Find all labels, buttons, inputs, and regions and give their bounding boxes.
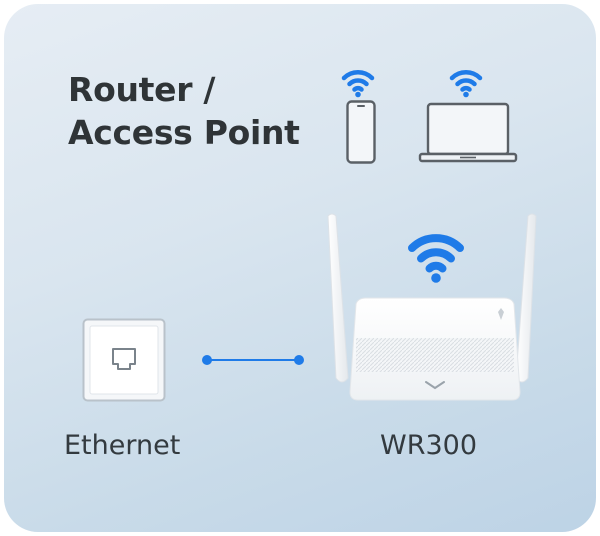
diagram-card: Router / Access Point bbox=[4, 4, 596, 532]
page-title: Router / Access Point bbox=[68, 68, 300, 154]
smartphone-icon bbox=[346, 100, 376, 164]
router-label: WR300 bbox=[380, 430, 477, 461]
ethernet-connection-line bbox=[200, 352, 306, 371]
title-line-2: Access Point bbox=[68, 113, 300, 152]
laptop-icon bbox=[418, 102, 518, 164]
wifi-icon bbox=[406, 230, 466, 286]
wifi-icon bbox=[340, 66, 376, 98]
title-line-1: Router / bbox=[68, 70, 216, 109]
wifi-icon bbox=[448, 66, 484, 98]
router-icon bbox=[322, 210, 548, 406]
ethernet-label: Ethernet bbox=[64, 430, 181, 461]
ethernet-port-icon bbox=[82, 318, 166, 402]
